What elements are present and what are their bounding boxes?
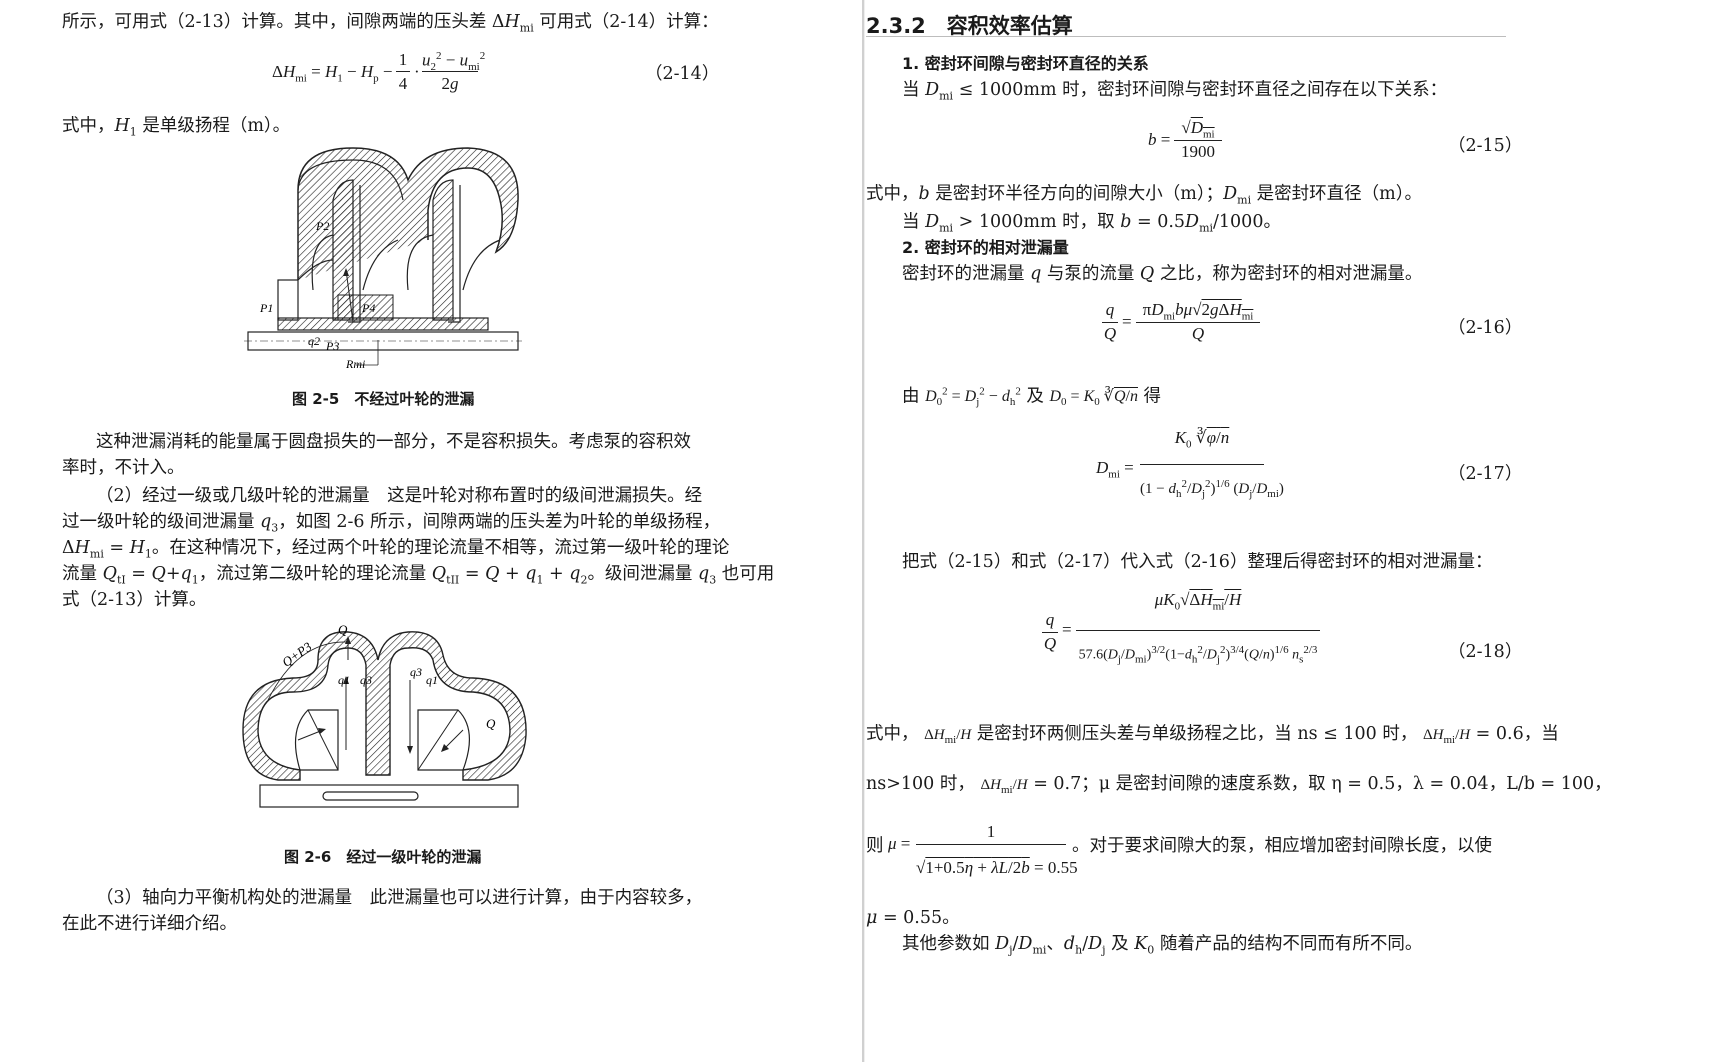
equation-2-16: q Q = πDmibμ√2gΔHmi Q	[1102, 300, 1272, 350]
left-paragraph-4b: 过一级叶轮的级间泄漏量 q3，如图 2-6 所示，间隙两端的压头差为叶轮的单级扬…	[62, 512, 721, 535]
subheading-2: 2. 密封环的相对泄漏量	[902, 238, 1069, 257]
left-paragraph-1: 所示，可用式（2-13）计算。其中，间隙两端的压头差 ΔHmi 可用式（2-14…	[62, 12, 719, 35]
fig25-label-q2: q2	[308, 334, 320, 348]
equation-number: （2-14）	[645, 64, 720, 84]
page-divider	[862, 0, 864, 1062]
label-ze: 则	[866, 836, 884, 856]
left-paragraph-5a: （3）轴向力平衡机构处的泄漏量 此泄漏量也可以进行计算，由于内容较多，	[96, 888, 703, 908]
equation-number: （2-16）	[1448, 318, 1523, 338]
heading-rule	[866, 36, 1506, 37]
right-paragraph-2: 式中，b 是密封环半径方向的间隙大小（m）；Dmi 是密封环直径（m）。	[866, 184, 1423, 207]
equation-number: （2-18）	[1448, 642, 1523, 662]
fig25-label-p2: P2	[315, 219, 329, 233]
left-paragraph-3a: 这种泄漏消耗的能量属于圆盘损失的一部分，不是容积损失。考虑泵的容积效	[96, 432, 691, 452]
fig26-label-qp3: Q+P3	[279, 639, 315, 670]
text-r7b: = 0.6，当	[1475, 724, 1559, 744]
figure-2-6-caption: 图 2-6 经过一级叶轮的泄漏	[284, 848, 482, 866]
left-paragraph-4c: ΔHmi = H1。在这种情况下，经过两个叶轮的理论流量不相等，流过第一级叶轮的…	[62, 538, 730, 561]
right-paragraph-8: ns>100 时， ΔHmi/H = 0.7；μ 是密封间隙的速度系数，取 η …	[866, 774, 1612, 796]
equation-2-18: q Q = μK0√ΔHmi/H 57.6(Dj/Dmi)3/2(1−dh2/D…	[1042, 584, 1342, 680]
fig25-label-p1: P1	[259, 301, 273, 315]
right-paragraph-4: 密封环的泄漏量 q 与泵的流量 Q 之比，称为密封环的相对泄漏量。	[902, 264, 1423, 284]
text-ji: 及	[1026, 386, 1044, 407]
left-paragraph-4d: 流量 QtI = Q+q1，流过第二级叶轮的理论流量 QtII = Q + q1…	[62, 564, 775, 587]
right-paragraph-10: μ = 0.55。	[866, 908, 960, 928]
text-r8a: ns>100 时，	[866, 774, 975, 794]
text-r8b: = 0.7；μ 是密封间隙的速度系数，取 η = 0.5，λ = 0.04，L/…	[1033, 774, 1612, 794]
fig25-label-rmi: Rmi	[345, 357, 365, 371]
equation-number: （2-15）	[1448, 136, 1523, 156]
right-paragraph-1: 当 Dmi ≤ 1000mm 时，密封环间隙与密封环直径之间存在以下关系：	[902, 80, 1448, 103]
figure-2-5-diagram: P2 P1 P4 q2 P3 Rmi	[244, 147, 522, 371]
figure-2-6-diagram: Q Q+P3 q1 q3 q3 q1 Q	[242, 622, 527, 808]
equation-number: （2-17）	[1448, 464, 1523, 484]
fig25-label-p3: P3	[325, 339, 339, 353]
fig26-label-q3b: q3	[410, 665, 422, 679]
right-paragraph-11: 其他参数如 Dj/Dmi、dh/Dj 及 K0 随着产品的结构不同而有所不同。	[902, 934, 1423, 957]
right-paragraph-7: 式中， ΔHmi/H 是密封环两侧压头差与单级扬程之比，当 ns ≤ 100 时…	[866, 724, 1559, 746]
text-r7a: 是密封环两侧压头差与单级扬程之比，当 ns ≤ 100 时，	[976, 724, 1418, 744]
right-paragraph-9: 。对于要求间隙大的泵，相应增加密封间隙长度，以使	[1072, 836, 1492, 856]
left-paragraph-4e: 式（2-13）计算。	[62, 590, 207, 610]
equation-2-17: Dmi = K0 ∛φ/n (1 − dh2/Dj2)1/6 (Dj/Dmi)	[1096, 428, 1284, 500]
left-paragraph-3b: 率时，不计入。	[62, 458, 185, 478]
figure-2-5-caption: 图 2-5 不经过叶轮的泄漏	[292, 390, 475, 408]
left-paragraph-5b: 在此不进行详细介绍。	[62, 914, 237, 934]
fig26-label-qr: Q	[486, 716, 496, 731]
fig26-label-q1: q1	[338, 673, 350, 687]
text-de: 得	[1143, 386, 1162, 407]
left-paragraph-2: 式中，H1 是单级扬程（m）。	[62, 116, 291, 139]
right-paragraph-3: 当 Dmi > 1000mm 时，取 b = 0.5Dmi/1000。	[902, 212, 1281, 235]
fig26-label-q1b: q1	[426, 673, 438, 687]
right-paragraph-6: 把式（2-15）和式（2-17）代入式（2-16）整理后得密封环的相对泄漏量：	[902, 552, 1493, 572]
section-heading: 2.3.2 容积效率估算	[866, 14, 1073, 38]
equation-mu: μ = 1 √1+0.5η + λL/2b = 0.55	[888, 822, 1078, 877]
page-divider-shadow	[864, 0, 865, 1062]
text-you: 由	[902, 386, 920, 407]
right-page: 2.3.2 容积效率估算 1. 密封环间隙与密封环直径的关系 当 Dmi ≤ 1…	[866, 0, 1728, 1062]
fig26-label-q: Q	[338, 622, 348, 637]
left-page: 所示，可用式（2-13）计算。其中，间隙两端的压头差 ΔHmi 可用式（2-14…	[62, 12, 775, 934]
subheading-1: 1. 密封环间隙与密封环直径的关系	[902, 54, 1149, 73]
equation-2-15: b = √Dmi 1900	[1148, 118, 1228, 166]
right-paragraph-5: 由 D02 = Dj2 − dh2 及 D0 = K0 ∛Q/n 得	[902, 386, 1162, 409]
left-paragraph-4a: （2）经过一级或几级叶轮的泄漏量 这是叶轮对称布置时的级间泄漏损失。经	[96, 486, 703, 506]
label-shizhong: 式中，	[866, 724, 919, 744]
fig25-label-p4: P4	[361, 301, 375, 315]
fig26-label-q3: q3	[360, 673, 372, 687]
